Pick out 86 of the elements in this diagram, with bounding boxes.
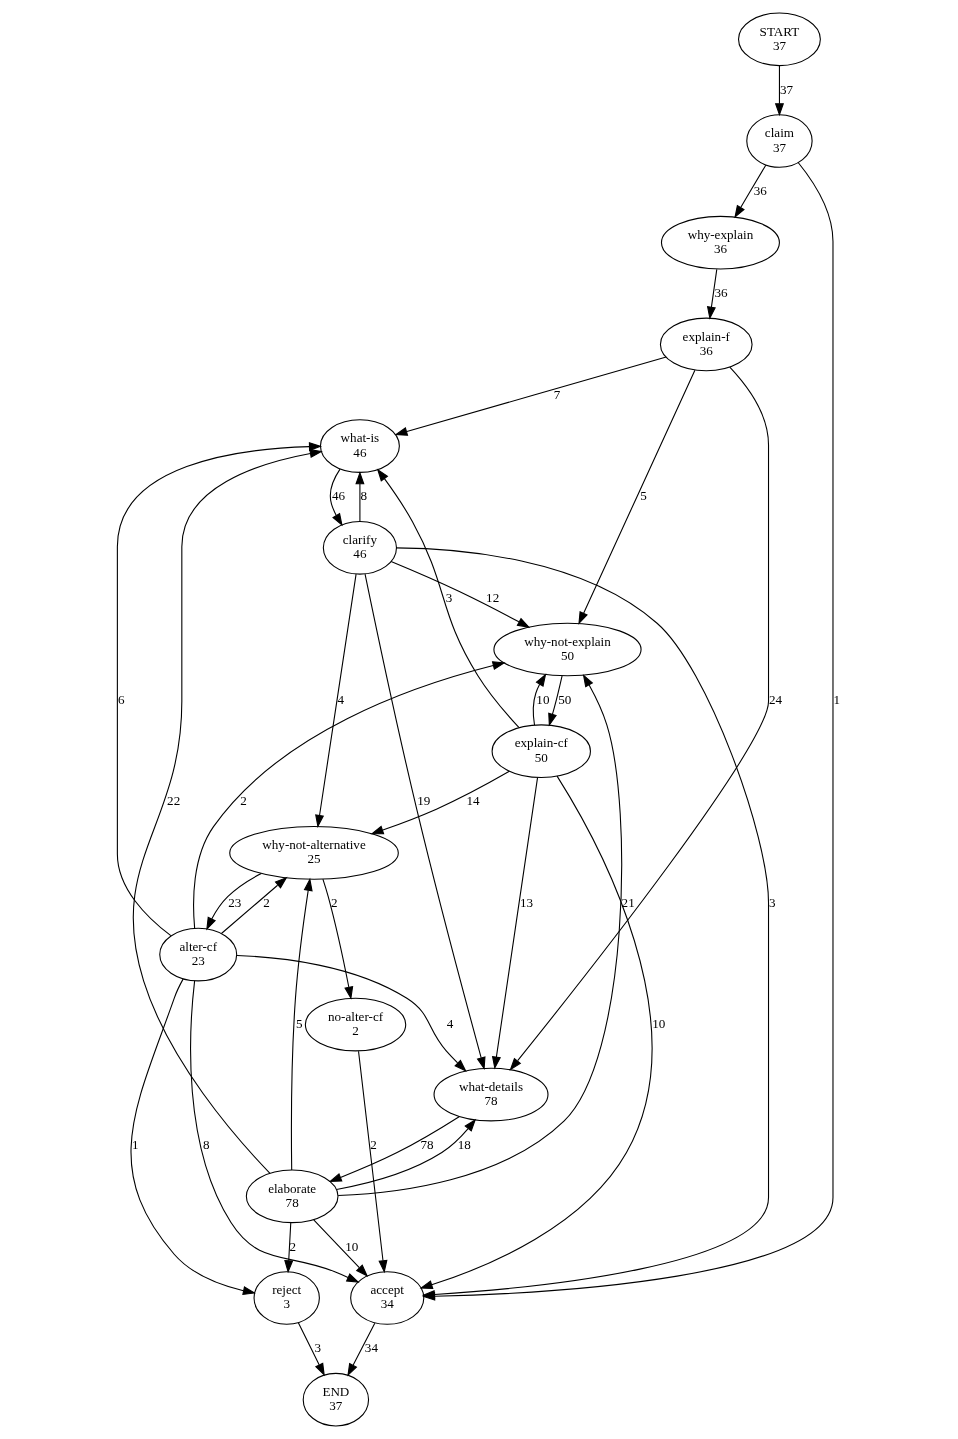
arrow [394, 356, 667, 436]
node-ellipse: what-details 78 [433, 1067, 549, 1122]
arrow [130, 978, 256, 1296]
edge-label: 10 [345, 1238, 359, 1254]
edge-label: 1 [132, 1136, 139, 1152]
node-ellipse: END 37 [302, 1372, 370, 1427]
edge-label: 10 [536, 691, 550, 707]
edge-label: 2 [240, 793, 247, 809]
arrow [336, 1118, 477, 1190]
edge-label: 8 [360, 488, 368, 504]
arrow [734, 164, 767, 219]
arrow [315, 573, 357, 828]
arrow [329, 468, 343, 527]
arrow [337, 673, 623, 1197]
edge-label: 2 [263, 895, 270, 911]
edge-label: 36 [714, 284, 728, 300]
arrow [491, 777, 539, 1070]
arrow [370, 770, 510, 835]
edge-label: 3 [769, 895, 776, 911]
node-ellipse: explain-cf 50 [491, 724, 591, 779]
arrow [376, 468, 520, 728]
edge-label: 10 [652, 1015, 666, 1031]
arrow [578, 369, 696, 625]
arrow [206, 872, 262, 931]
node-ellipse: reject 3 [253, 1271, 320, 1325]
node-ellipse: START 37 [738, 12, 821, 67]
edge-label: 22 [167, 793, 181, 809]
arrow [548, 675, 563, 727]
node-ellipse: alter-cf 23 [159, 927, 238, 982]
arrow [390, 560, 531, 628]
arrow [532, 673, 547, 726]
edge-label: 19 [417, 793, 431, 809]
edge-label: 36 [753, 183, 767, 199]
arrow [706, 268, 718, 320]
edge-label: 37 [779, 81, 794, 97]
edge-label: 24 [769, 691, 783, 707]
edge-label: 3 [314, 1340, 322, 1356]
edge-label: 8 [203, 1136, 210, 1152]
node-ellipse: clarify 46 [322, 520, 398, 575]
edge-label: 50 [558, 691, 572, 707]
edge-label: 14 [466, 793, 480, 809]
edge-label: 2 [330, 895, 338, 911]
edge-label: 34 [364, 1340, 378, 1356]
node-ellipse: explain-f 36 [659, 317, 753, 372]
edge-label: 21 [621, 895, 635, 911]
edge-label: 6 [117, 691, 125, 707]
arrow [328, 1116, 460, 1182]
arrow [364, 573, 486, 1071]
arrow [193, 661, 506, 929]
node-ellipse: accept 34 [350, 1271, 425, 1325]
arrow [132, 449, 323, 1174]
edge-label: 2 [289, 1238, 296, 1254]
arrow [322, 878, 354, 1000]
arrow [290, 877, 313, 1171]
edge-label: 5 [640, 488, 647, 504]
arrow [236, 955, 467, 1072]
arrow [190, 980, 360, 1283]
arrow [297, 1322, 325, 1377]
node-ellipse: what-is 46 [319, 419, 400, 473]
arrow [419, 775, 653, 1290]
edge-label: 18 [457, 1136, 471, 1152]
edge-label: 3 [445, 590, 453, 606]
edge-label: 12 [486, 590, 500, 606]
edge-label: 4 [337, 691, 345, 707]
arrow [358, 1050, 388, 1274]
arrow [355, 471, 365, 523]
node-ellipse: elaborate 78 [245, 1169, 339, 1224]
edge-label: 13 [519, 895, 534, 911]
arrow [284, 1222, 294, 1274]
arrow [313, 1219, 369, 1277]
edge-label: 23 [228, 895, 242, 911]
arrow [774, 65, 785, 117]
node-ellipse: claim 37 [746, 114, 813, 168]
node-ellipse: no-alter-cf 2 [304, 997, 407, 1052]
arrow [116, 442, 323, 937]
arrow [347, 1322, 376, 1377]
arrow [220, 876, 288, 935]
edge-label: 2 [370, 1136, 377, 1152]
edge-label: 4 [446, 1015, 454, 1031]
node-ellipse: why-explain 36 [660, 215, 780, 270]
edge-label: 46 [332, 488, 346, 504]
edge-label: 5 [296, 1015, 303, 1031]
edge-label: 7 [553, 386, 561, 402]
arrow [509, 366, 770, 1071]
edge-label: 78 [420, 1136, 434, 1152]
edge-label: 1 [833, 691, 841, 707]
